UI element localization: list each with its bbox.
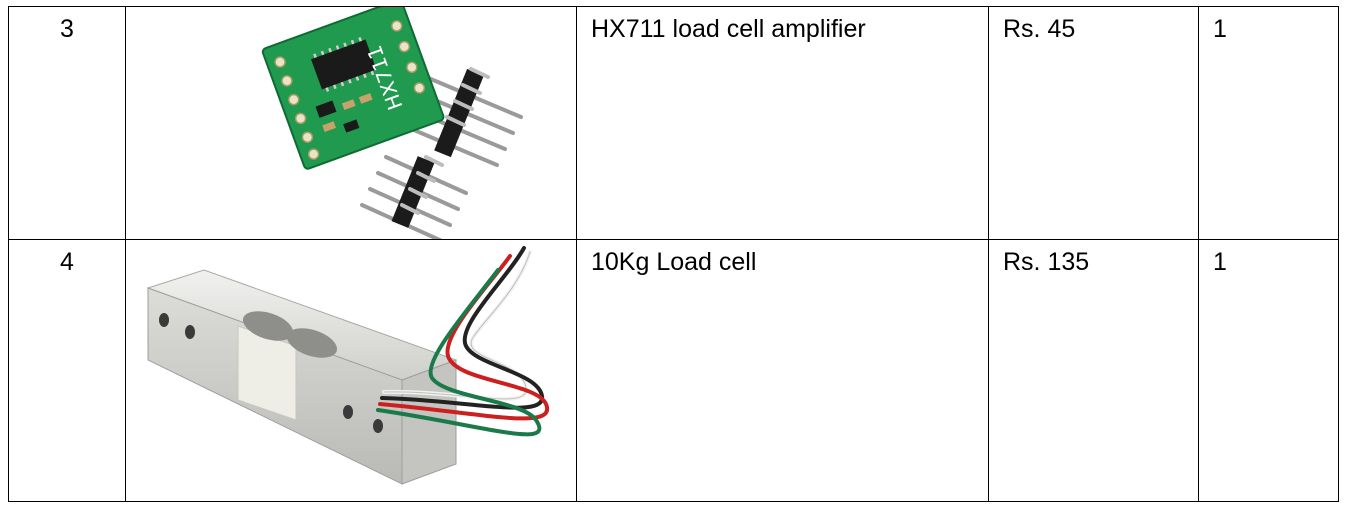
image-cell: HX711 xyxy=(125,6,577,240)
serial-cell: 4 xyxy=(8,239,126,502)
load-cell-wires xyxy=(376,246,550,437)
load-cell-image xyxy=(146,246,550,485)
component-name: 10Kg Load cell xyxy=(591,248,757,276)
serial-number: 4 xyxy=(60,248,74,276)
price-cell: Rs. 135 xyxy=(988,239,1199,502)
quantity-cell: 1 xyxy=(1198,239,1339,502)
component-price: Rs. 135 xyxy=(1003,248,1090,276)
parts-table: 3 xyxy=(8,6,1339,502)
pcb-board: HX711 xyxy=(261,7,445,170)
table-row: 4 xyxy=(8,239,1339,502)
component-name-cell: HX711 load cell amplifier xyxy=(576,6,989,240)
component-name-cell: 10Kg Load cell xyxy=(576,239,989,502)
serial-number: 3 xyxy=(60,15,74,43)
serial-cell: 3 xyxy=(8,6,126,240)
component-quantity: 1 xyxy=(1213,248,1227,276)
quantity-cell: 1 xyxy=(1198,6,1339,240)
table-row: 3 xyxy=(8,6,1339,240)
component-name: HX711 load cell amplifier xyxy=(591,15,866,43)
price-cell: Rs. 45 xyxy=(988,6,1199,240)
image-cell xyxy=(125,239,577,502)
hx711-board-image: HX711 xyxy=(261,7,523,239)
component-quantity: 1 xyxy=(1213,15,1227,43)
header-pins xyxy=(360,67,523,239)
component-price: Rs. 45 xyxy=(1003,15,1076,43)
